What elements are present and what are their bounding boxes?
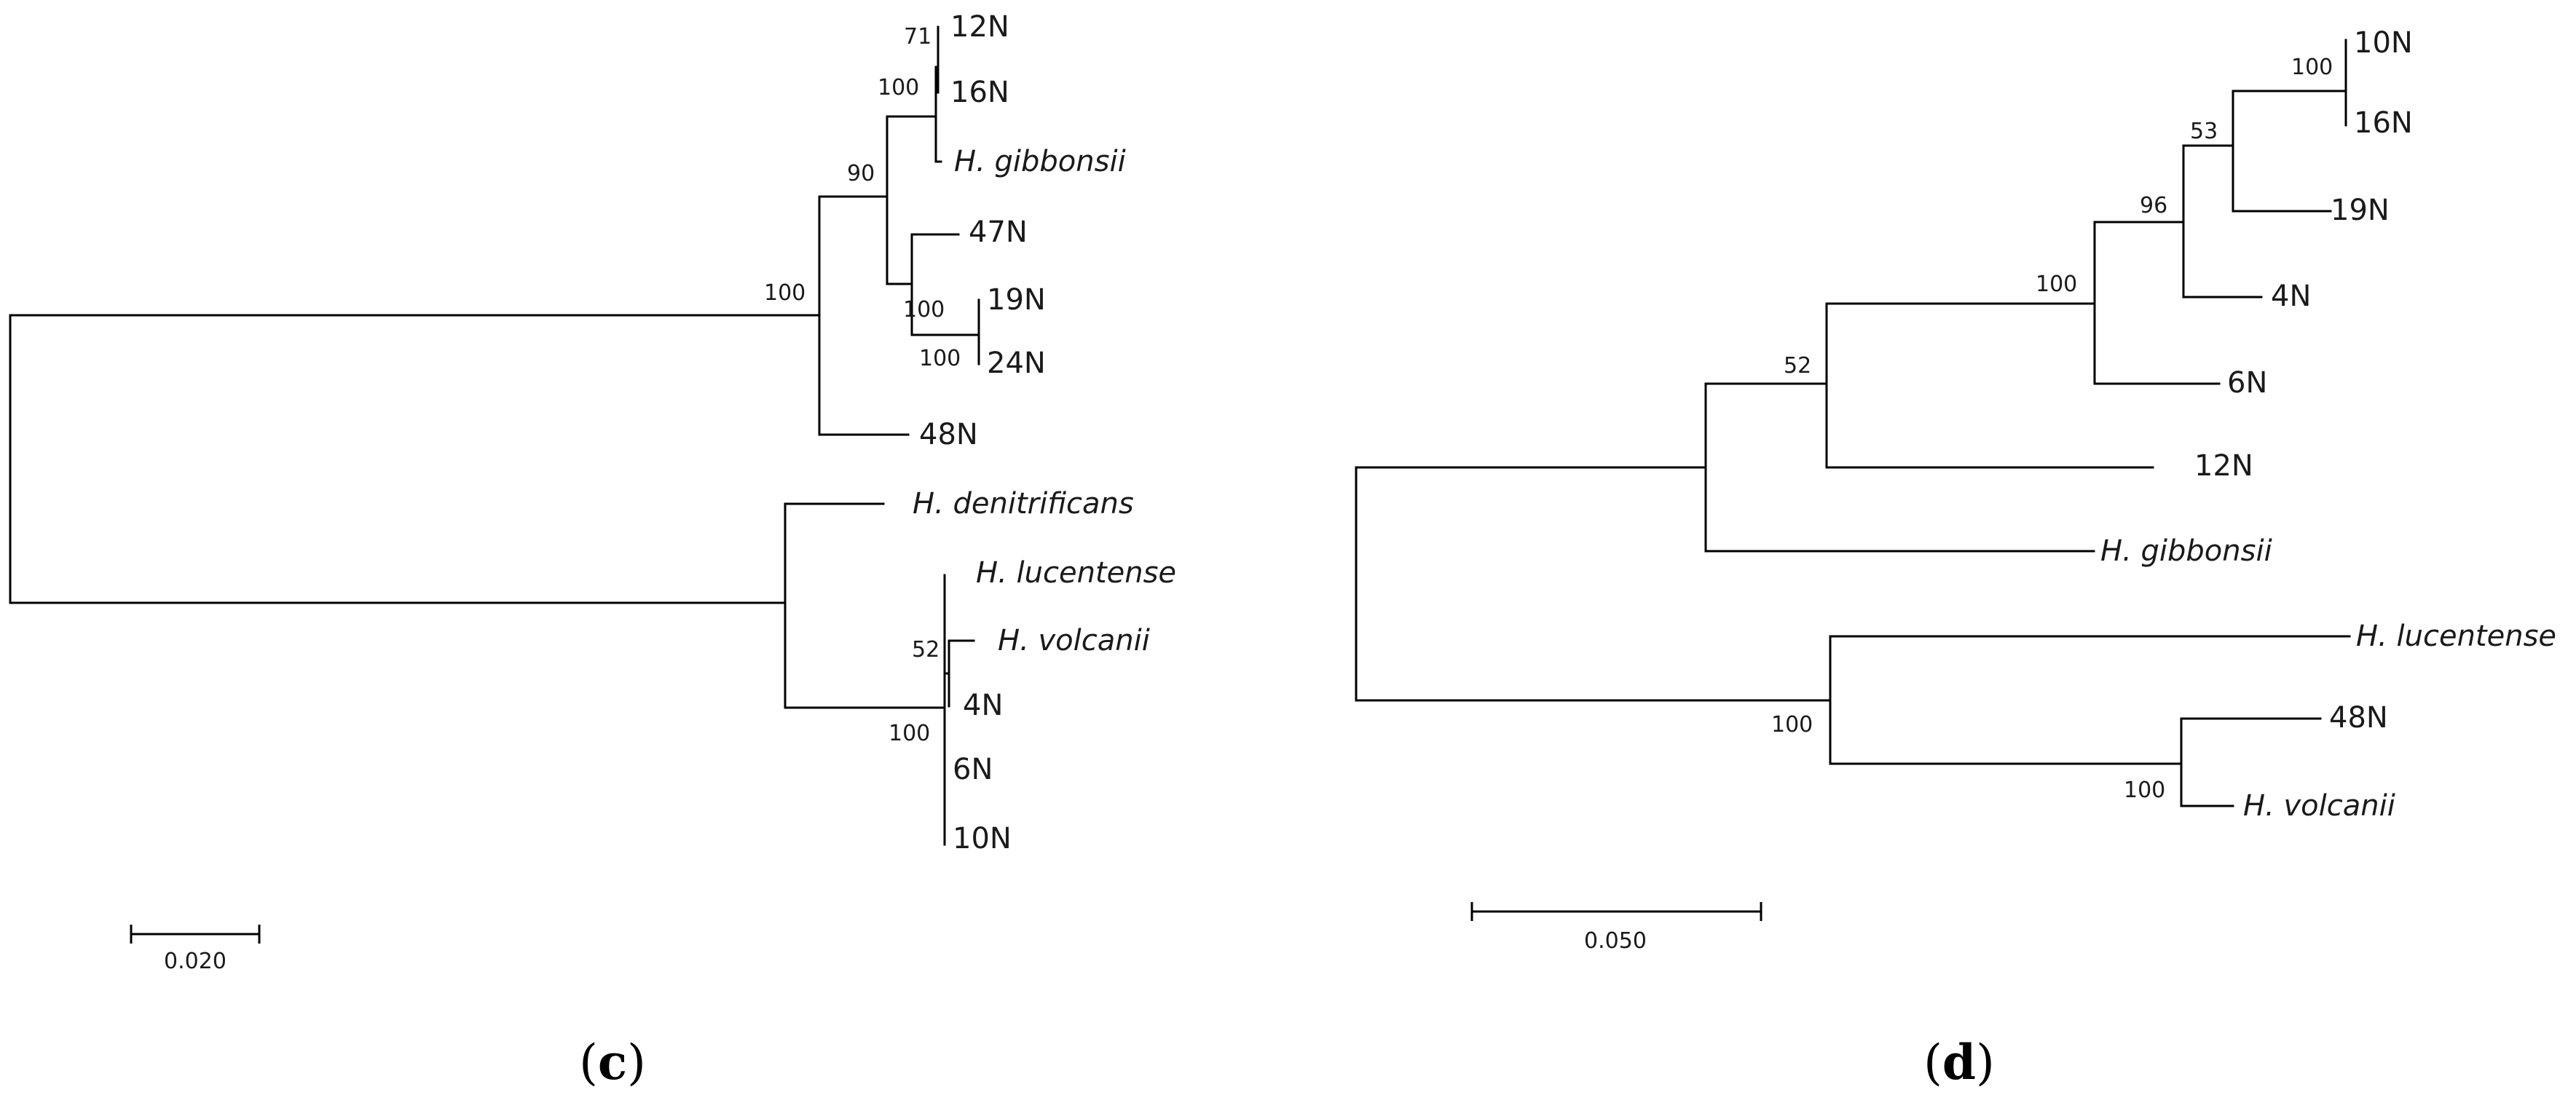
leaf-label: 4N (963, 689, 1003, 722)
leaf-label: 4N (2271, 280, 2311, 313)
leaf-label: 24N (987, 347, 1046, 380)
leaf-label: H. gibbonsii (954, 145, 1126, 178)
leaf-label: H. gibbonsii (2100, 534, 2272, 568)
leaf-label: 19N (2331, 194, 2390, 227)
bootstrap-value: 100 (2124, 778, 2165, 803)
bootstrap-value: 96 (2140, 193, 2167, 218)
bootstrap-value: 90 (847, 161, 875, 186)
panel-d-caption: (d) (1923, 1034, 1995, 1091)
bootstrap-value: 52 (1784, 353, 1811, 379)
leaf-label: H. lucentense (976, 556, 1176, 590)
leaf-label: H. volcanii (2243, 789, 2395, 823)
scale-bar (1470, 902, 1762, 921)
bootstrap-value: 71 (904, 24, 931, 50)
leaf-label: 6N (953, 753, 993, 786)
leaf-label: 16N (2354, 106, 2413, 140)
bootstrap-value: 100 (889, 721, 930, 746)
bootstrap-value: 100 (2036, 272, 2077, 297)
leaf-label: 47N (969, 216, 1028, 249)
bootstrap-value: 100 (1771, 712, 1813, 738)
leaf-label: 10N (2354, 26, 2413, 60)
leaf-label: H. lucentense (2356, 620, 2556, 653)
leaf-label: H. volcanii (998, 624, 1150, 657)
bootstrap-value: 100 (764, 280, 806, 306)
bootstrap-value: 100 (2291, 55, 2333, 80)
bootstrap-value: 53 (2190, 119, 2218, 144)
scale-bar-label: 0.020 (164, 949, 227, 974)
leaf-label: 12N (2194, 449, 2253, 483)
bootstrap-value: 52 (912, 637, 940, 663)
bootstrap-value: 100 (878, 75, 919, 100)
leaf-label: 48N (919, 418, 978, 451)
leaf-label: 48N (2329, 701, 2388, 735)
bootstrap-value: 100 (919, 346, 961, 371)
leaf-label: 10N (953, 822, 1012, 855)
leaf-label: 6N (2227, 366, 2267, 400)
scale-bar (130, 925, 261, 944)
panel-d-tree: 10N 16N 19N 4N 6N 12N H. gibbonsii H. lu… (1355, 26, 2556, 1091)
scale-bar-label: 0.050 (1584, 928, 1647, 954)
leaf-label: 12N (950, 10, 1009, 44)
panel-c-tree: 12N 16N H. gibbonsii 47N 19N 24N 48N H. … (9, 10, 1176, 1091)
bootstrap-value: 100 (903, 297, 945, 323)
panel-c-caption: (c) (579, 1034, 646, 1091)
leaf-label: 19N (987, 283, 1046, 317)
leaf-label: H. denitrificans (913, 487, 1134, 521)
leaf-label: 16N (950, 76, 1009, 109)
